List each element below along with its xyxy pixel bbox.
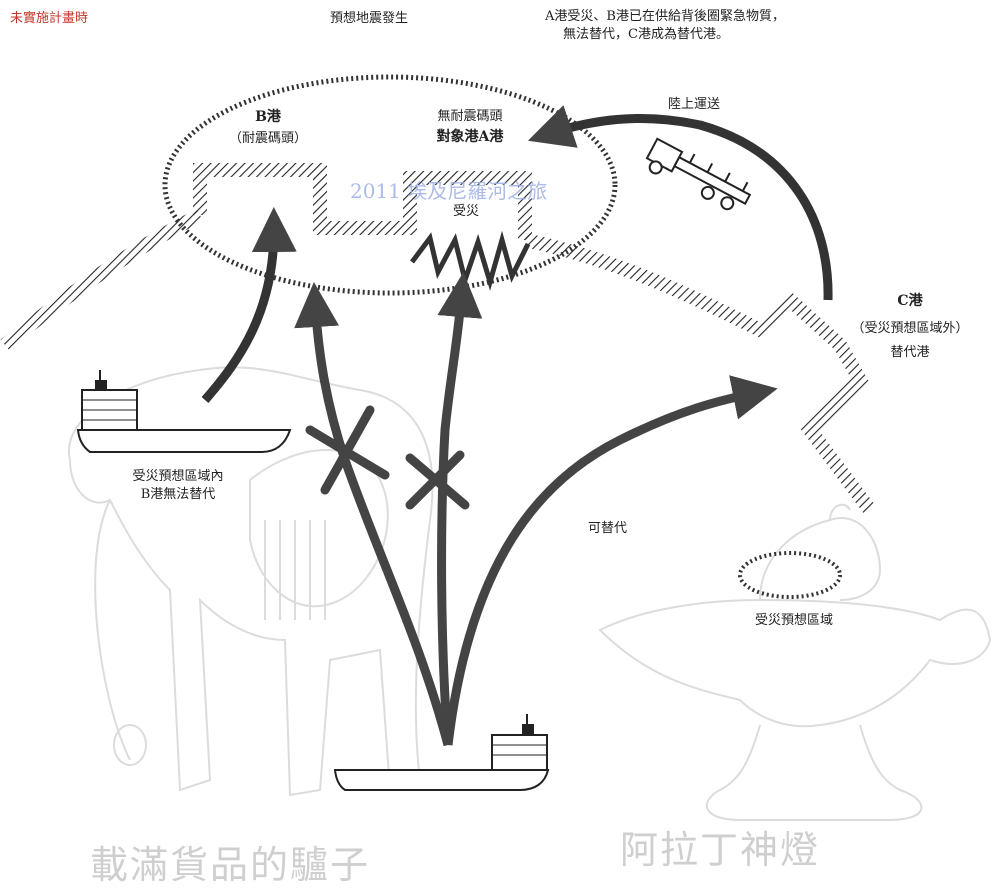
deco-right-caption: 阿拉丁神燈 [620, 828, 821, 872]
blocked-mark-b [305, 405, 390, 495]
land-transport-label: 陸上運送 [668, 97, 721, 112]
note-line-1: A港受災、B港已在供給背後圈緊急物質， [545, 9, 785, 24]
watermark: 2011 埃及尼羅河之旅 [350, 179, 548, 203]
arrow-main-to-c [443, 375, 778, 746]
port-c-line1: （受災預想區域外） [851, 321, 969, 336]
port-b-name: B港 [255, 109, 281, 125]
truck-icon [645, 137, 752, 211]
arrow-ship-to-b [201, 207, 297, 403]
port-b-sub: （耐震碼頭） [228, 131, 308, 146]
note-text: A港受災、B港已在供給背後圈緊急物質， 無法替代，C港成為替代港。 [545, 8, 785, 43]
damage-zigzag [410, 230, 531, 291]
ship-bottom-icon [333, 714, 550, 791]
note-line-2: 無法替代，C港成為替代港。 [563, 26, 729, 42]
coastline-right [523, 233, 876, 515]
arrow-land-transport [527, 105, 833, 301]
top-left-label: 未實施計畫時 [10, 11, 89, 26]
deco-left-caption: 載滿貨品的驢子 [90, 843, 371, 887]
arrow-main-to-a [437, 272, 483, 746]
arrow-main-to-b [294, 282, 453, 747]
legend-area-ellipse [738, 551, 842, 599]
port-a-line2: 對象港A港 [436, 129, 504, 145]
ship-left-label-2: B港無法替代 [140, 486, 216, 502]
port-c-name: C港 [897, 293, 923, 309]
ship-left-label-1: 受災預想區域內 [132, 469, 224, 484]
port-a-status: 受災 [452, 204, 480, 219]
ship-left-icon [76, 370, 292, 453]
port-a-line1: 無耐震碼頭 [437, 109, 503, 124]
aladdin-lamp-sketch [598, 503, 992, 821]
scenario-title: 預想地震發生 [330, 11, 409, 26]
port-c-line2: 替代港 [890, 345, 930, 360]
ship-left-label: 受災預想區域內 B港無法替代 [132, 468, 223, 503]
damage-area-ellipse [162, 74, 618, 296]
port-b-pier [193, 163, 417, 235]
replaceable-label: 可替代 [588, 521, 628, 536]
port-a-pier [403, 171, 532, 240]
coastline-left [0, 208, 204, 351]
legend-area-label: 受災預想區域 [754, 613, 834, 628]
blocked-mark-a [405, 450, 470, 510]
